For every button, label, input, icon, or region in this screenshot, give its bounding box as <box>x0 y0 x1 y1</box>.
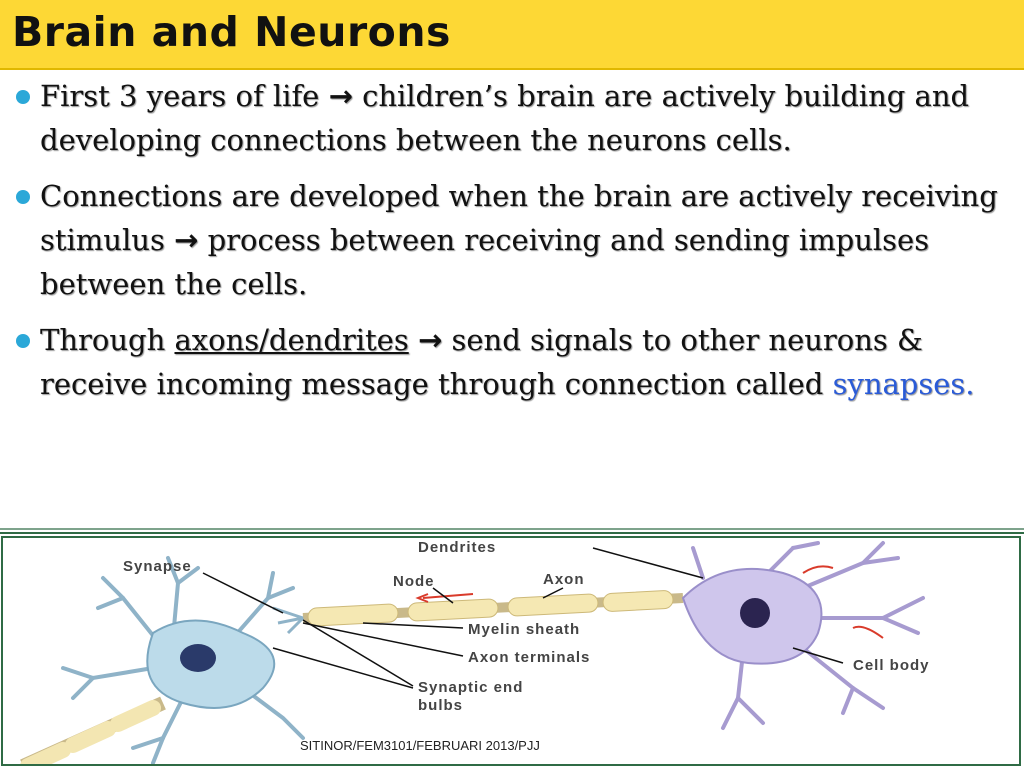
slide-title: Brain and Neurons <box>12 8 451 56</box>
bullet-item-1: First 3 years of life → children’s brain… <box>14 74 1014 162</box>
bullet-dot-icon <box>16 334 30 348</box>
synapses-highlight: synapses. <box>832 367 975 401</box>
bullet-1-text-b: children’s brain are actively building a… <box>40 79 970 157</box>
bullet-dot-icon <box>16 190 30 204</box>
label-myelin-sheath: Myelin sheath <box>468 621 580 638</box>
bullet-list: First 3 years of life → children’s brain… <box>14 74 1014 418</box>
bullet-3-text-b: send signals to other neurons & receive … <box>40 323 923 401</box>
slide-footer: SITINOR/FEM3101/FEBRUARI 2013/PJJ <box>300 738 540 753</box>
right-arrow-icon: → <box>417 323 443 357</box>
right-dendrites <box>691 541 925 730</box>
neuron-illustration: Synapse Dendrites Node Axon Myelin sheat… <box>20 539 930 764</box>
bullet-2-text-b: process between receiving and sending im… <box>40 223 930 301</box>
label-node: Node <box>393 573 435 590</box>
neuron-diagram: Synapse Dendrites Node Axon Myelin sheat… <box>1 536 1021 766</box>
label-dendrites: Dendrites <box>418 539 496 556</box>
bullet-1-text-a: First 3 years of life <box>40 79 320 113</box>
divider-line <box>0 532 1024 534</box>
left-axon <box>20 696 166 764</box>
bullet-2-text-a: Connections are developed when the brain… <box>40 179 998 257</box>
label-axon-terminals: Axon terminals <box>468 649 590 666</box>
label-cell-body: Cell body <box>853 657 930 674</box>
label-synaptic-end: Synaptic end <box>418 679 523 696</box>
title-bar: Brain and Neurons <box>0 0 1024 70</box>
bullet-item-2: Connections are developed when the brain… <box>14 174 1014 306</box>
bullet-3-underlined: axons/dendrites <box>174 323 409 357</box>
left-dendrites <box>61 556 305 764</box>
right-arrow-icon: → <box>328 79 353 113</box>
bullet-3-text-a: Through <box>40 323 175 357</box>
axon-terminals <box>272 606 305 635</box>
divider-line <box>0 528 1024 530</box>
bullet-item-3: Through axons/dendrites → send signals t… <box>14 318 1014 406</box>
right-nucleus <box>740 598 770 628</box>
label-synapse: Synapse <box>123 558 192 575</box>
central-axon <box>302 590 684 627</box>
label-bulbs: bulbs <box>418 697 463 714</box>
leader-lines <box>202 547 844 689</box>
left-nucleus <box>180 644 216 672</box>
label-axon: Axon <box>543 571 585 588</box>
bullet-dot-icon <box>16 90 30 104</box>
right-arrow-icon: → <box>174 223 199 257</box>
